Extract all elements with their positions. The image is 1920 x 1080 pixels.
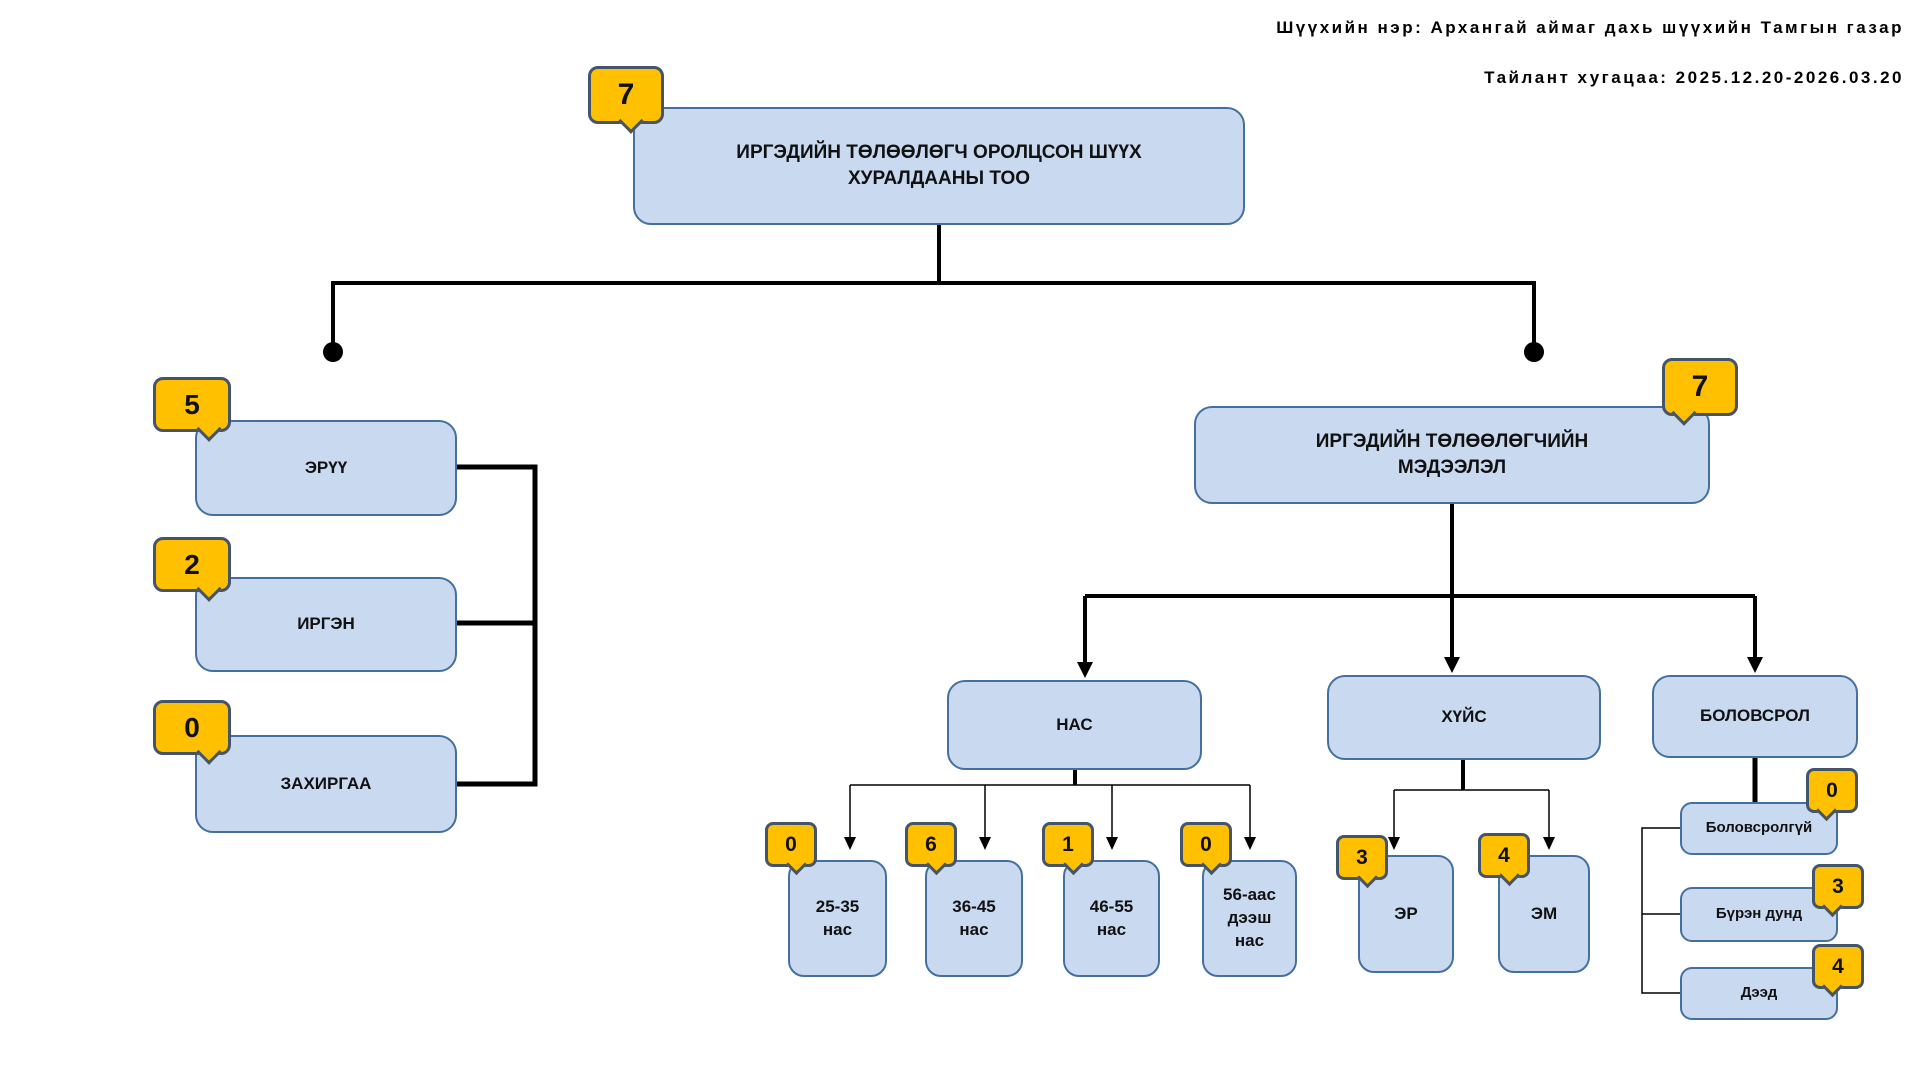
node-category-education: БОЛОВСРОЛ	[1652, 675, 1858, 758]
node-case-irgen-label: ИРГЭН	[297, 614, 355, 634]
node-category-gender-label: ХҮЙС	[1441, 707, 1487, 727]
node-root-label: ИРГЭДИЙН ТӨЛӨӨЛӨГЧ ОРОЛЦСОН ШҮҮХ ХУРАЛДА…	[736, 142, 1142, 189]
header-report-period: Тайлант хугацаа: 2025.12.20-2026.03.20	[1484, 68, 1904, 87]
badge-gender-male-count: 3	[1336, 835, 1388, 889]
node-age-36-45-label: 36-45 нас	[952, 896, 996, 939]
badge-age-36-45-count: 6	[905, 822, 957, 876]
badge-age-46-55-count: 1	[1042, 822, 1094, 876]
node-age-46-55-label: 46-55 нас	[1089, 896, 1134, 939]
node-case-eruu-label: ЭРҮҮ	[304, 457, 348, 477]
node-root: ИРГЭДИЙН ТӨЛӨӨЛӨГЧ ОРОЛЦСОН ШҮҮХ ХУРАЛДА…	[633, 107, 1245, 225]
badge-rep-info-count: 7	[1662, 358, 1738, 426]
badge-gender-female-count: 4	[1478, 833, 1530, 887]
badge-age-25-35-count: 0	[765, 822, 817, 876]
node-category-gender: ХҮЙС	[1327, 675, 1601, 760]
badge-edu-secondary-count: 3	[1812, 864, 1864, 918]
node-case-zahirgaa: ЗАХИРГАА	[195, 735, 457, 833]
node-case-zahirgaa-label: ЗАХИРГАА	[280, 773, 372, 793]
badge-edu-none-count: 0	[1806, 768, 1858, 822]
badge-root-count: 7	[588, 66, 664, 134]
node-rep-info: ИРГЭДИЙН ТӨЛӨӨЛӨГЧИЙН МЭДЭЭЛЭЛ	[1194, 406, 1710, 504]
badge-case-zahirgaa-count: 0	[153, 700, 231, 765]
node-gender-female-label: ЭМ	[1530, 903, 1558, 923]
node-edu-secondary-label: Бүрэн дунд	[1715, 905, 1803, 923]
badge-case-irgen-count: 2	[153, 537, 231, 602]
node-edu-none: Боловсролгүй	[1680, 802, 1838, 855]
node-edu-none-label: Боловсролгүй	[1705, 819, 1813, 837]
node-age-56-plus-label: 56-аас дээш нас	[1223, 885, 1276, 950]
node-age-25-35: 25-35 нас	[788, 860, 887, 977]
badge-case-eruu-count: 5	[153, 377, 231, 442]
node-category-age: НАС	[947, 680, 1202, 770]
node-edu-secondary: Бүрэн дунд	[1680, 887, 1838, 942]
node-category-education-label: БОЛОВСРОЛ	[1700, 706, 1810, 726]
node-age-25-35-label: 25-35 нас	[815, 896, 860, 939]
node-case-eruu: ЭРҮҮ	[195, 420, 457, 516]
node-age-46-55: 46-55 нас	[1063, 860, 1160, 977]
node-gender-male-label: ЭР	[1394, 903, 1418, 923]
node-age-56-plus: 56-аас дээш нас	[1202, 860, 1297, 977]
badge-edu-higher-count: 4	[1812, 944, 1864, 998]
header-court-name: Шүүхийн нэр: Архангай аймаг дахь шүүхийн…	[1276, 18, 1904, 37]
node-category-age-label: НАС	[1056, 714, 1093, 734]
badge-age-56-plus-count: 0	[1180, 822, 1232, 876]
node-age-36-45: 36-45 нас	[925, 860, 1023, 977]
node-edu-higher-label: Дээд	[1740, 984, 1778, 1002]
node-rep-info-label: ИРГЭДИЙН ТӨЛӨӨЛӨГЧИЙН МЭДЭЭЛЭЛ	[1315, 431, 1589, 478]
node-edu-higher: Дээд	[1680, 967, 1838, 1020]
node-case-irgen: ИРГЭН	[195, 577, 457, 672]
